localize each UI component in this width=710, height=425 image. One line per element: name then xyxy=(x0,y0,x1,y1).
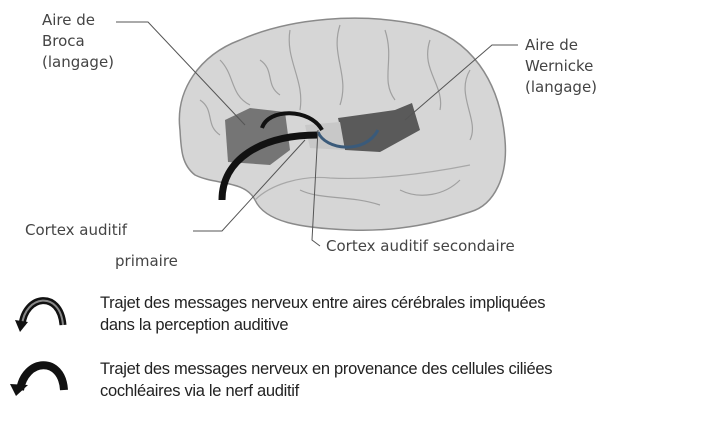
leader-lines xyxy=(116,21,518,247)
broca-area xyxy=(225,108,290,165)
auditory-nerve-arrow xyxy=(218,131,319,201)
broca-label: Aire de Broca (langage) xyxy=(42,10,114,73)
legend-text: dans la perception auditive xyxy=(100,316,289,334)
secondary-to-wernicke-arrow xyxy=(316,129,380,149)
primary-cortex-area xyxy=(305,122,345,150)
wernicke-area xyxy=(338,103,420,152)
broca-label-line: Aire de xyxy=(42,11,96,29)
legend-text: Trajet des messages nerveux entre aires … xyxy=(100,294,546,312)
legend-text: cochléaires via le nerf auditif xyxy=(100,382,299,400)
legend-icon-outline xyxy=(15,297,67,332)
wernicke-label-line: Aire de xyxy=(525,36,579,54)
wernicke-label-line: (langage) xyxy=(525,78,598,96)
legend-item-outline: Trajet des messages nerveux entre aires … xyxy=(100,292,545,336)
primary-cortex-label-line: Cortex auditif xyxy=(25,221,128,239)
broca-label-line: Broca xyxy=(42,32,85,50)
legend-icon-solid xyxy=(10,361,68,396)
broca-to-primary-arrow xyxy=(260,111,324,132)
wernicke-label-line: Wernicke xyxy=(525,57,594,75)
secondary-cortex-label: Cortex auditif secondaire xyxy=(326,237,515,255)
primary-cortex-label-line: primaire xyxy=(115,252,178,270)
wernicke-label: Aire de Wernicke (langage) xyxy=(525,35,597,98)
legend-text: Trajet des messages nerveux en provenanc… xyxy=(100,360,553,378)
broca-label-line: (langage) xyxy=(42,53,115,71)
legend-item-solid: Trajet des messages nerveux en provenanc… xyxy=(100,358,553,402)
primary-cortex-label: Cortex auditif primaire xyxy=(25,220,178,272)
